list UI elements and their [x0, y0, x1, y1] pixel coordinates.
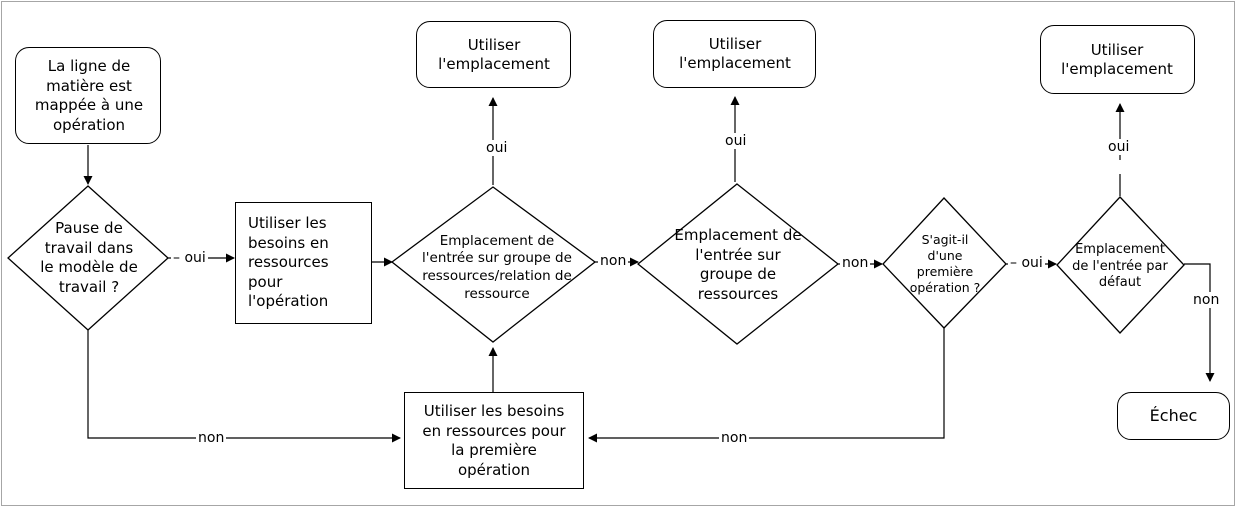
edge-label-relation-no: non	[598, 253, 629, 269]
default-decision-label: Emplacement de l'entrée par défaut	[1072, 241, 1168, 291]
failure-node	[1117, 392, 1230, 440]
use-needs-first-operation-label: Utiliser les besoins en ressources pour …	[422, 402, 566, 479]
failure-label: Échec	[1149, 405, 1198, 425]
line-gap-default-yes	[1113, 160, 1127, 174]
pause-decision-label: Pause de travail dans le modèle de trava…	[40, 219, 138, 296]
decision-group-relation-shape	[390, 186, 597, 343]
connector-default-no	[1184, 263, 1215, 382]
use-location-node-3	[1040, 25, 1195, 94]
edge-label-firstop-yes: – oui	[1008, 255, 1045, 271]
use-needs-operation-node	[235, 202, 372, 324]
start-node	[15, 47, 161, 144]
group-decision-label: Emplacement de l'entrée sur groupe de re…	[674, 226, 802, 303]
decision-group-shape	[636, 183, 840, 345]
decision-first-op-shape	[882, 197, 1007, 329]
use-needs-operation-label: Utiliser les besoins en ressources pour …	[248, 214, 329, 311]
edge-label-relation-yes: oui	[484, 140, 510, 156]
connector-firstop-no	[588, 327, 945, 443]
edge-label-pause-no: non	[196, 430, 227, 446]
decision-pause-shape	[7, 185, 169, 331]
group-relation-decision-label: Emplacement de l'entrée sur groupe de re…	[422, 232, 572, 302]
edge-label-default-yes: oui	[1106, 139, 1132, 155]
first-op-decision-label: S'agit-il d'une première opération ?	[909, 231, 981, 296]
edge-label-group-no: non	[840, 255, 871, 271]
edge-label-pause-yes: – oui	[171, 250, 208, 266]
use-location-label-2: Utiliser l'emplacement	[679, 34, 791, 73]
edge-label-firstop-no: non	[719, 430, 750, 446]
connector-pause-no	[87, 330, 401, 443]
use-location-node-2	[653, 20, 816, 88]
edge-label-default-no: non	[1191, 292, 1222, 308]
use-location-label-3: Utiliser l'emplacement	[1061, 40, 1173, 79]
use-location-node-1	[416, 21, 571, 88]
start-node-label: La ligne de matière est mappée à une opé…	[34, 57, 144, 134]
use-needs-first-operation-node	[404, 392, 584, 489]
use-location-label-1: Utiliser l'emplacement	[438, 35, 550, 74]
edge-label-group-yes: oui	[723, 133, 749, 149]
decision-default-shape	[1056, 196, 1185, 334]
